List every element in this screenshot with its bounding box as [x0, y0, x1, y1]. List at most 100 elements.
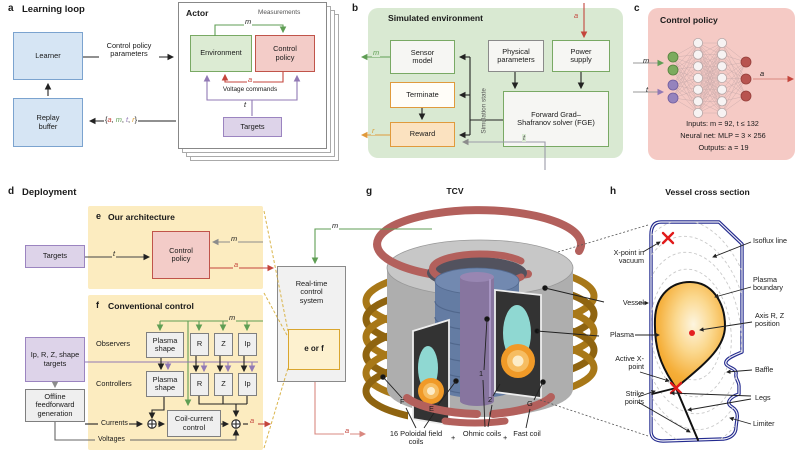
learner-box: Learner: [13, 32, 83, 80]
controller-ip-label: Ip: [244, 379, 251, 389]
controller-z-label: Z: [221, 379, 226, 389]
label-plasma: Plasma: [610, 330, 634, 339]
panel-title-g: TCV: [446, 186, 464, 196]
shape-targets-label: Ip, R, Z, shape targets: [30, 350, 80, 368]
var-r-b: r: [371, 126, 376, 136]
targets-label: Targets: [240, 121, 265, 131]
e-or-f-box: e or f: [288, 329, 340, 370]
power-supply-label: Power supply: [570, 46, 592, 64]
label-active-xpoint: Active X-point: [615, 354, 644, 372]
reward-label: Reward: [409, 129, 436, 139]
physical-parameters-box: Physical parameters: [488, 40, 544, 72]
label-legs: Legs: [755, 393, 771, 402]
currents-label: Currents: [100, 420, 129, 428]
control-policy-parameters-label: Control policy parameters: [99, 41, 159, 59]
controllers-label: Controllers: [96, 379, 132, 388]
controller-r-box: R: [190, 373, 209, 396]
var-a-c: a: [760, 69, 765, 78]
coil-label-g: G: [527, 399, 533, 408]
tcv-tokamak-render: [362, 206, 598, 427]
observer-plasma-shape-label: Plasma shape: [152, 335, 178, 353]
control-policy-box: Control policy: [255, 35, 315, 72]
nn-edges: [672, 42, 747, 114]
nn-inputs-spec: Inputs: m = 92, t ≤ 132: [686, 119, 759, 128]
actor-title: Actor: [186, 8, 209, 18]
nn-nodes: [667, 37, 752, 119]
panel-tag-e: e: [96, 211, 102, 221]
plus-1: +: [451, 433, 456, 442]
offline-feedforward-box: Offline feedforward generation: [25, 389, 85, 422]
offline-feedforward-label: Offline feedforward generation: [35, 392, 75, 418]
fge-solver-label: Forward Grad–Shafranov solver (FGE): [517, 109, 595, 127]
terminate-box: Terminate: [390, 82, 455, 108]
simulation-state-label: Simulation state: [480, 88, 488, 134]
label-axis-position: Axis R, Z position: [755, 311, 785, 329]
axis-position-dot: [689, 330, 695, 336]
panel-title-h: Vessel cross section: [665, 187, 750, 197]
replay-buffer-label: Replay buffer: [36, 113, 60, 131]
coil-label-2: 2: [488, 395, 493, 404]
var-m-c: m: [643, 56, 650, 65]
panel-tag-g: g: [366, 186, 373, 197]
transition-tuple-label: {a, m, t, r}: [104, 115, 139, 125]
controller-plasma-shape-box: Plasma shape: [146, 371, 184, 397]
rtcs-label: Real-time control system: [295, 279, 328, 305]
coil-label-1: 1: [479, 369, 484, 378]
panel-tag-c: c: [634, 3, 640, 14]
label-xpoint-in-vacuum: X-point in vacuum: [613, 248, 644, 266]
physical-parameters-label: Physical parameters: [497, 46, 535, 64]
vessel-cross-section-drawing: [649, 220, 744, 443]
e-or-f-label: e or f: [304, 344, 324, 354]
observer-z-label: Z: [221, 339, 226, 349]
neural-network-diagram: [633, 37, 795, 119]
environment-label: Environment: [200, 48, 242, 58]
nn-outputs-spec: Outputs: a = 19: [698, 143, 749, 152]
var-m-b: m: [372, 48, 381, 58]
sensor-model-label: Sensor model: [410, 47, 435, 65]
label-plasma-boundary: Plasma boundary: [753, 275, 783, 293]
sensor-model-box: Sensor model: [390, 40, 455, 74]
poloidal-coils-legend: 16 Poloidal field coils: [389, 429, 443, 447]
control-policy-label: Control policy: [273, 44, 297, 62]
fast-coil-legend: Fast coil: [513, 429, 541, 438]
var-t-b: t: [522, 133, 527, 143]
voltage-commands-label: Voltage commands: [222, 86, 278, 93]
terminate-label: Terminate: [406, 89, 439, 99]
controller-plasma-shape-label: Plasma shape: [152, 374, 178, 392]
var-t-a: t: [243, 100, 248, 110]
var-a-b: a: [574, 11, 579, 20]
var-t-e: t: [112, 249, 117, 259]
voltages-label: Voltages: [97, 436, 126, 444]
controller-z-box: Z: [214, 373, 233, 396]
observers-label: Observers: [96, 339, 131, 348]
learner-label: Learner: [35, 50, 61, 60]
panel-title-e: Our architecture: [108, 212, 175, 222]
coil-current-control-box: Coil-current control: [167, 410, 221, 437]
label-isoflux-line: Isoflux line: [753, 236, 787, 245]
deploy-targets-label: Targets: [42, 251, 68, 261]
var-t-c: t: [646, 85, 649, 94]
panel-title-b: Simulated environment: [388, 13, 484, 23]
var-m-e: m: [230, 234, 239, 244]
plus-2: +: [503, 433, 508, 442]
var-a-rtcs: a: [344, 426, 351, 436]
var-a-a: a: [247, 75, 254, 85]
coil-current-control-label: Coil-current control: [174, 414, 214, 432]
ohmic-coil-purple-column: [460, 272, 494, 406]
environment-box: Environment: [190, 35, 252, 72]
label-strike-points: Strike points: [624, 389, 644, 407]
deploy-control-policy-box: Control policy: [152, 231, 210, 279]
observer-r-box: R: [190, 333, 209, 356]
coil-label-f: F: [400, 397, 405, 406]
measurements-label: Measurements: [258, 9, 301, 16]
label-vessel: Vessel: [622, 298, 644, 307]
nn-io-arrows: [633, 59, 795, 96]
panel-title-a: Learning loop: [22, 4, 85, 15]
var-a-f: a: [249, 416, 256, 426]
var-m-f: m: [228, 313, 237, 323]
panel-tag-a: a: [8, 3, 14, 14]
controller-r-label: R: [196, 379, 203, 389]
var-a-e: a: [233, 260, 240, 270]
label-limiter: Limiter: [753, 419, 775, 428]
var-m-rtcs: m: [331, 221, 340, 231]
